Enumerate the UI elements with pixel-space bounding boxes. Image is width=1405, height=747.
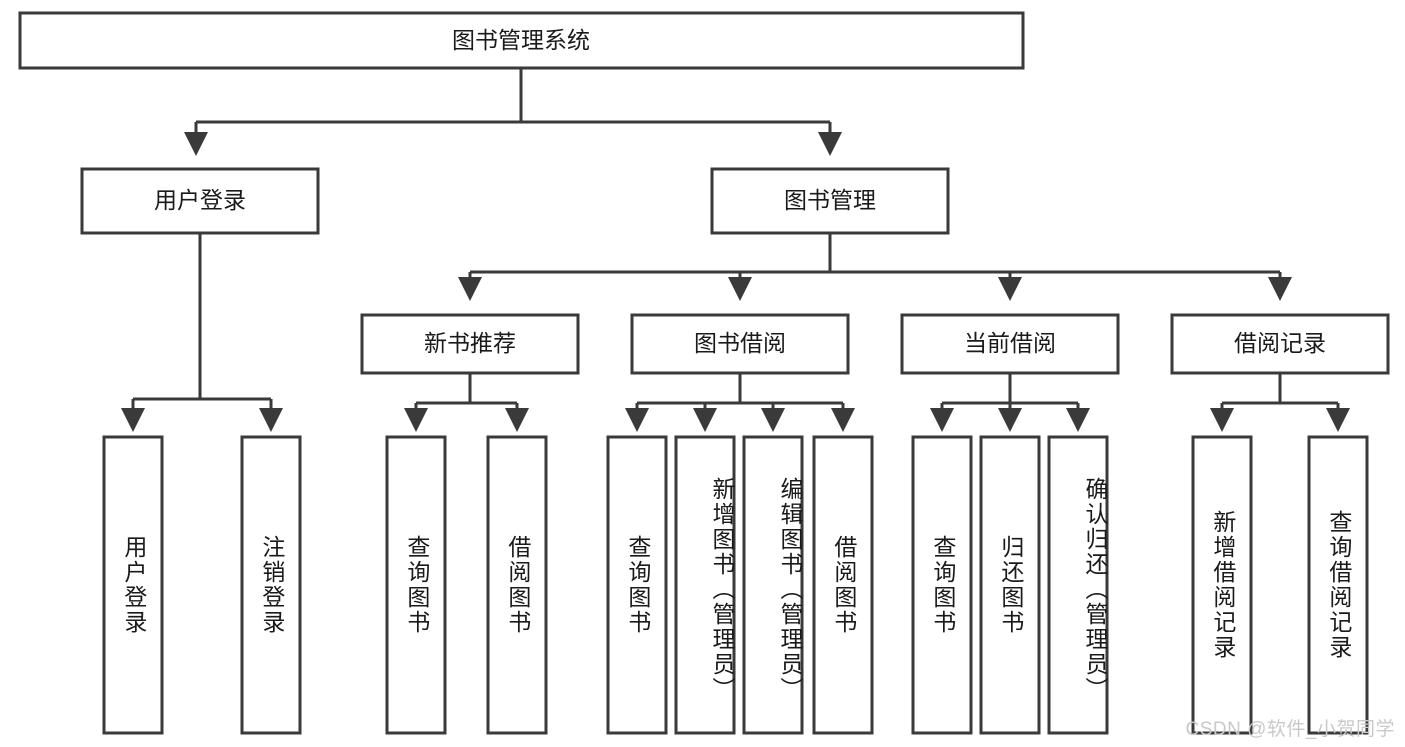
node-new-book-recommend[interactable]: 新书推荐 — [360, 313, 580, 375]
leaf-box-user-login[interactable] — [102, 435, 164, 735]
leaf-box-confirm-return[interactable] — [1047, 435, 1109, 735]
current-borrow-label: 当前借阅 — [964, 330, 1056, 356]
borrow-record-label: 借阅记录 — [1234, 330, 1326, 356]
connector-new-book-recommend-to-leaves — [404, 373, 529, 432]
node-borrow-record[interactable]: 借阅记录 — [1170, 313, 1390, 375]
leaf-box-query-book-1[interactable] — [385, 435, 447, 735]
new-book-recommend-box — [360, 313, 580, 375]
leaf-box-borrow-book-1[interactable] — [486, 435, 548, 735]
leaf-box-return-book[interactable] — [979, 435, 1041, 735]
user-login-box — [80, 167, 320, 235]
leaf-box-logout[interactable] — [240, 435, 302, 735]
node-book-borrow[interactable]: 图书借阅 — [630, 313, 850, 375]
root-box — [18, 11, 1025, 70]
leaf-box-query-book-3[interactable] — [911, 435, 973, 735]
book-borrow-label: 图书借阅 — [694, 330, 786, 356]
book-manage-label: 图书管理 — [784, 187, 876, 213]
current-borrow-box — [900, 313, 1120, 375]
leaf-box-query-record[interactable] — [1307, 435, 1369, 735]
new-book-recommend-label: 新书推荐 — [424, 330, 516, 356]
leaf-box-borrow-book-2[interactable] — [812, 435, 874, 735]
node-book-manage[interactable]: 图书管理 — [710, 167, 950, 235]
connector-root-to-level2 — [184, 68, 842, 156]
root-label: 图书管理系统 — [452, 27, 590, 53]
connector-current-borrow-to-leaves — [930, 373, 1090, 432]
watermark-text: CSDN @软件_小贺同学 — [1185, 719, 1395, 740]
node-user-login[interactable]: 用户登录 — [80, 167, 320, 235]
connector-user-login-to-leaves — [121, 233, 283, 432]
node-current-borrow[interactable]: 当前借阅 — [900, 313, 1120, 375]
leaf-box-add-book[interactable] — [674, 435, 736, 735]
connector-book-borrow-to-leaves — [625, 373, 855, 432]
leaf-box-query-book-2[interactable] — [606, 435, 668, 735]
node-root[interactable]: 图书管理系统 — [18, 11, 1025, 70]
user-login-label: 用户登录 — [154, 187, 246, 213]
connector-book-manage-to-level3 — [458, 233, 1292, 301]
leaf-box-add-record[interactable] — [1191, 435, 1253, 735]
connector-borrow-record-to-leaves — [1210, 373, 1350, 432]
leaf-box-edit-book[interactable] — [742, 435, 804, 735]
